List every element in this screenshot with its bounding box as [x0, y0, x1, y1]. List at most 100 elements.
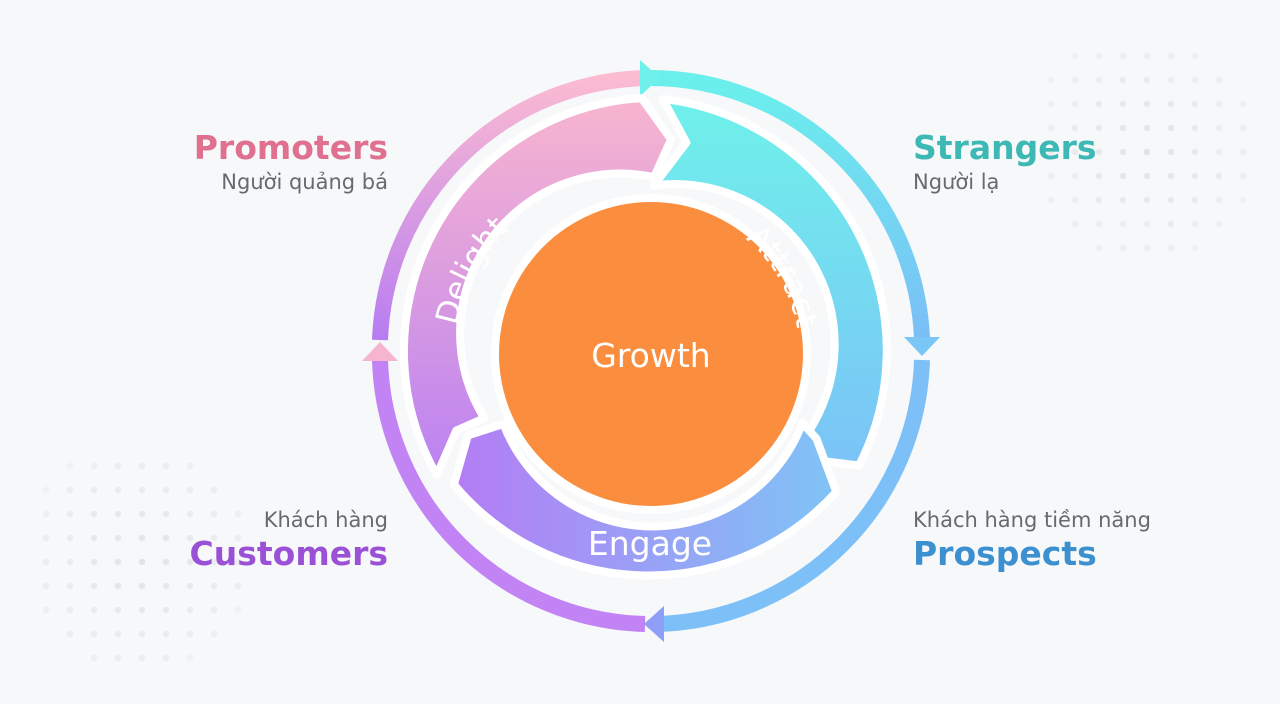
decorative-dot [234, 510, 242, 518]
outer-ring-top-left [372, 70, 649, 341]
decorative-dot [210, 630, 218, 638]
decorative-dot [114, 582, 122, 590]
decorative-dot [186, 606, 194, 614]
decorative-dot [210, 606, 218, 614]
decorative-dot [1191, 52, 1199, 60]
decorative-dot [1143, 124, 1151, 132]
decorative-dot [1143, 148, 1151, 156]
decorative-dot [1191, 220, 1199, 228]
decorative-dot [1167, 244, 1175, 252]
decorative-dot [1191, 172, 1199, 180]
decorative-dot [1239, 100, 1247, 108]
outer-ring-bottom-left [372, 359, 646, 632]
decorative-dot [1095, 52, 1103, 60]
decorative-dot [1071, 52, 1079, 60]
promoters-title: Promoters [193, 128, 388, 167]
decorative-dot [186, 630, 194, 638]
decorative-dot [138, 582, 146, 590]
strangers-subtitle: Người lạ [913, 170, 1000, 194]
decorative-dot [162, 558, 170, 566]
decorative-dot [1239, 124, 1247, 132]
promoters-subtitle: Người quảng bá [221, 170, 388, 194]
decorative-dot [90, 558, 98, 566]
decorative-dot [1095, 124, 1103, 132]
decorative-dot [138, 534, 146, 542]
decorative-dot [210, 582, 218, 590]
decorative-dot [1047, 76, 1055, 84]
decorative-dot [114, 630, 122, 638]
customers-subtitle: Khách hàng [263, 508, 388, 532]
promoters-callout: Promoters Người quảng bá [194, 128, 388, 196]
growth-circle [499, 202, 803, 506]
decorative-dot [138, 486, 146, 494]
decorative-dot [1191, 148, 1199, 156]
decorative-dot [162, 606, 170, 614]
decorative-dot [1071, 76, 1079, 84]
decorative-dot [1119, 196, 1127, 204]
decorative-dot [90, 654, 98, 662]
ring-arrow-top [640, 60, 660, 96]
decorative-dot [1167, 220, 1175, 228]
decorative-dot [1215, 124, 1223, 132]
decorative-dot [1167, 100, 1175, 108]
decorative-dot [66, 606, 74, 614]
decorative-dot [138, 654, 146, 662]
strangers-callout: Strangers Người lạ [913, 128, 1097, 196]
decorative-dot [90, 462, 98, 470]
decorative-dot [42, 606, 50, 614]
decorative-dot [1143, 76, 1151, 84]
decorative-dot [1143, 172, 1151, 180]
decorative-dot [210, 558, 218, 566]
decorative-dot [138, 606, 146, 614]
decorative-dot [90, 534, 98, 542]
decorative-dot [1191, 76, 1199, 84]
decorative-dot [1167, 76, 1175, 84]
customers-callout: Khách hàng Customers [190, 506, 388, 574]
decorative-dot [66, 462, 74, 470]
decorative-dot [42, 534, 50, 542]
decorative-dot [114, 462, 122, 470]
delight-segment [399, 94, 676, 480]
ring-arrow-left [362, 342, 398, 361]
decorative-dot [1071, 124, 1079, 132]
decorative-dot [1047, 100, 1055, 108]
decorative-dot [66, 558, 74, 566]
decorative-dot [1143, 244, 1151, 252]
decorative-dot [234, 582, 242, 590]
decorative-dot [162, 534, 170, 542]
decorative-dot [1167, 52, 1175, 60]
decorative-dot [1143, 196, 1151, 204]
decorative-dot [186, 510, 194, 518]
decorative-dot [1215, 172, 1223, 180]
decorative-dot [1119, 148, 1127, 156]
decorative-dot [1119, 100, 1127, 108]
decorative-dot [1071, 220, 1079, 228]
decorative-dot [1167, 124, 1175, 132]
decorative-dot [42, 582, 50, 590]
decorative-dot [234, 606, 242, 614]
decorative-dot [42, 558, 50, 566]
decorative-dot [186, 462, 194, 470]
decorative-dot [66, 534, 74, 542]
decorative-dot [162, 630, 170, 638]
prospects-callout: Khách hàng tiềm năng Prospects [913, 506, 1151, 574]
decorative-dot [186, 486, 194, 494]
decorative-dot [90, 630, 98, 638]
decorative-dot [90, 510, 98, 518]
outer-ring-bottom-right [655, 359, 930, 632]
decorative-dot [210, 486, 218, 494]
decorative-dot [186, 582, 194, 590]
ring-arrow-bottom [644, 606, 664, 642]
decorative-dot [1119, 172, 1127, 180]
decorative-dot [162, 654, 170, 662]
decorative-dot [1095, 172, 1103, 180]
decorative-dot [1095, 196, 1103, 204]
decorative-dot [1167, 196, 1175, 204]
decorative-dot [1215, 148, 1223, 156]
decorative-dot [138, 510, 146, 518]
decorative-dot [114, 654, 122, 662]
decorative-dot [1047, 196, 1055, 204]
decorative-dot [114, 558, 122, 566]
decorative-dot [1215, 220, 1223, 228]
ring-arrow-right [904, 337, 940, 356]
